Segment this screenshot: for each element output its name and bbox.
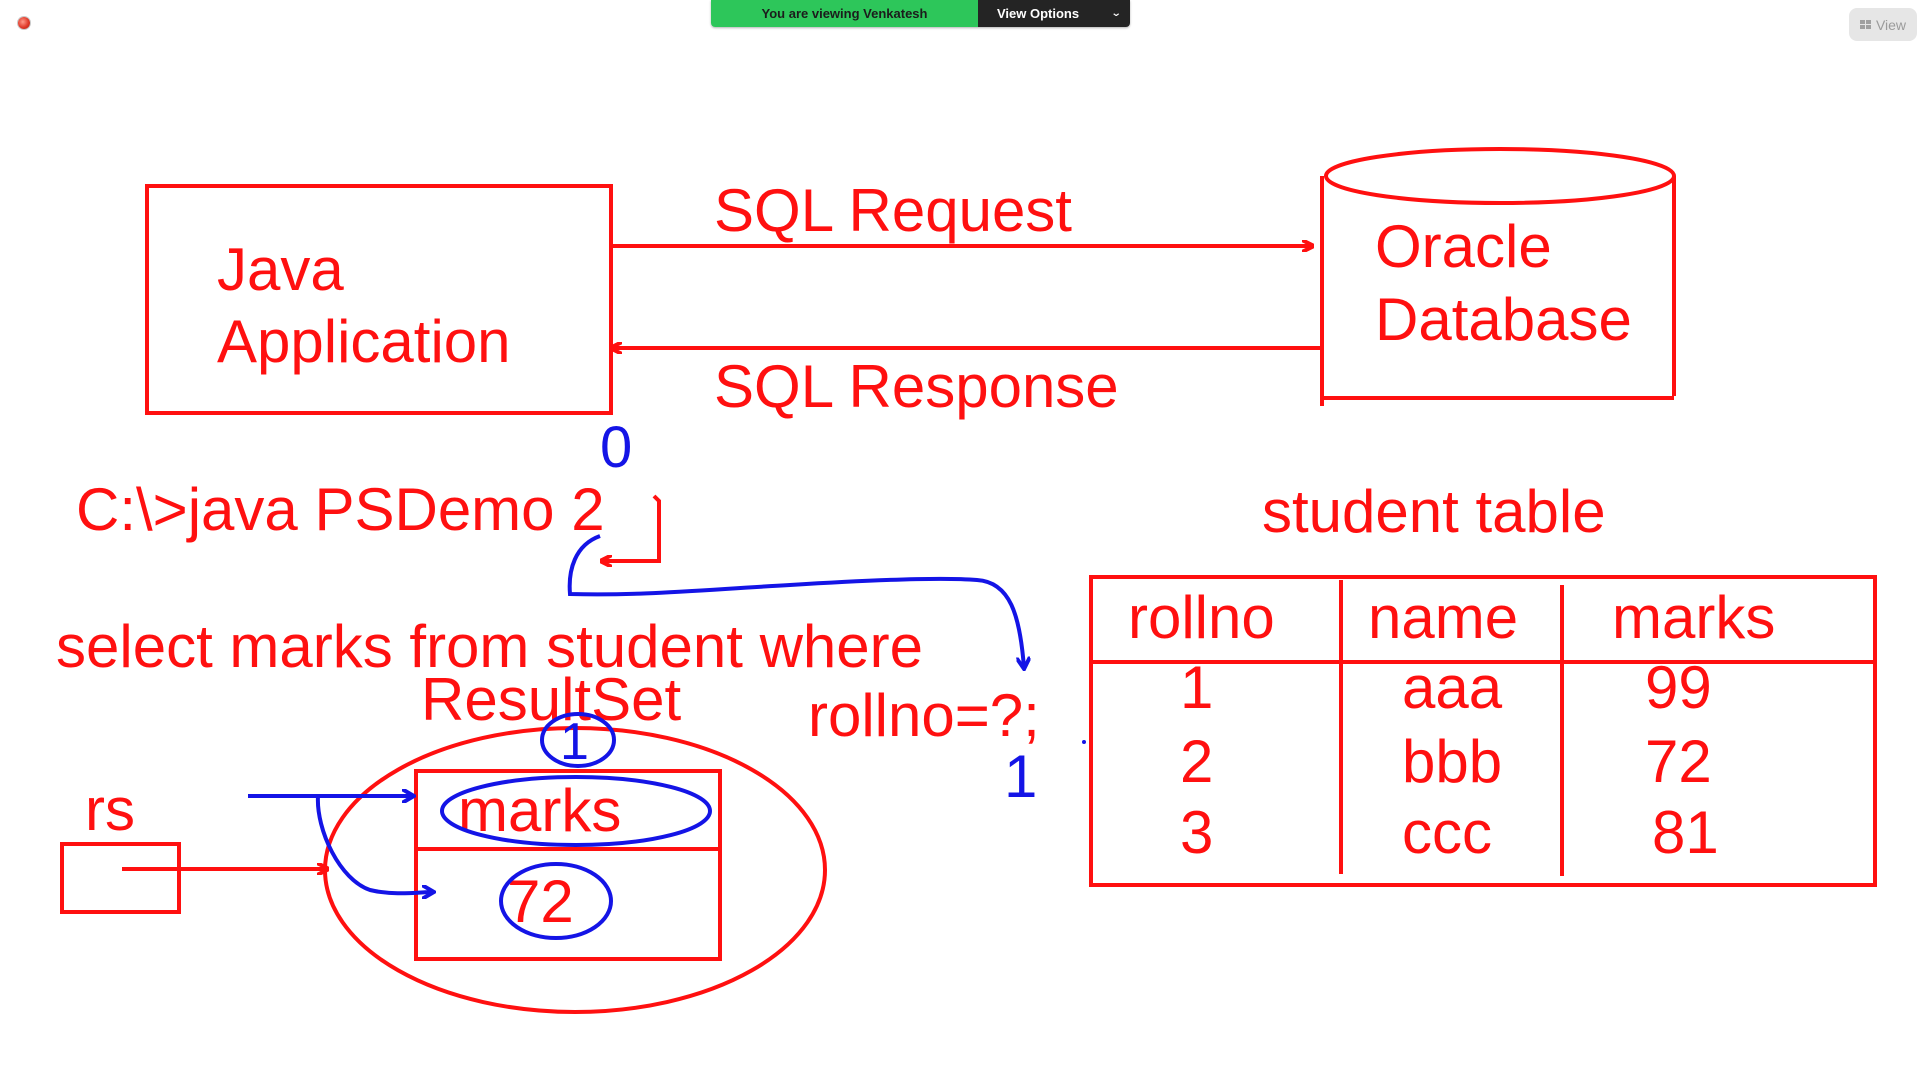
screen-share-banner: You are viewing Venkatesh Mansani's scre… bbox=[711, 0, 1130, 27]
student-table bbox=[1089, 575, 1877, 887]
table-cell: 1 bbox=[1180, 654, 1213, 721]
gallery-grid-icon bbox=[1859, 20, 1871, 29]
table-cell: 81 bbox=[1652, 799, 1719, 866]
table-cell: 2 bbox=[1180, 728, 1213, 795]
sql-response-label: SQL Response bbox=[714, 353, 1119, 420]
table-cell: bbb bbox=[1402, 728, 1502, 795]
blue-connector-curve bbox=[567, 534, 1024, 668]
sql-request-label: SQL Request bbox=[714, 177, 1072, 244]
oracle-database-cylinder bbox=[1320, 147, 1676, 406]
view-options-button[interactable]: View Options ⌄ bbox=[978, 0, 1130, 27]
table-header-name: name bbox=[1368, 584, 1518, 651]
meeting-status-icon bbox=[18, 17, 30, 29]
java-app-label-line1: Java bbox=[217, 236, 344, 303]
table-cell: ccc bbox=[1402, 799, 1492, 866]
resultset-column-label: marks bbox=[458, 777, 621, 844]
blue-dot bbox=[1082, 740, 1086, 744]
table-header-rollno: rollno bbox=[1128, 584, 1275, 651]
oracle-label-line2: Database bbox=[1375, 286, 1632, 353]
table-header-marks: marks bbox=[1612, 584, 1775, 651]
command-text: C:\>java PSDemo 2 bbox=[76, 476, 605, 543]
blue-annotation-zero: 0 bbox=[600, 415, 632, 480]
resultset-grid bbox=[414, 769, 722, 961]
rs-variable-box bbox=[60, 842, 181, 914]
blue-annotation-resultset-one: 1 bbox=[560, 713, 589, 771]
red-hook-arrow bbox=[602, 494, 661, 561]
table-cell: 3 bbox=[1180, 799, 1213, 866]
query-text-line2: rollno=?; bbox=[808, 682, 1040, 749]
resultset-value: 72 bbox=[507, 868, 574, 935]
oracle-label-line1: Oracle bbox=[1375, 213, 1552, 280]
blue-circle-marks bbox=[440, 775, 712, 847]
view-button-label: View bbox=[1875, 16, 1907, 33]
viewing-screen-label: You are viewing Venkatesh Mansani's scre… bbox=[711, 0, 978, 27]
blue-annotation-param-one: 1 bbox=[1004, 743, 1037, 810]
query-text-line1: select marks from student where bbox=[56, 613, 923, 680]
blue-cursor-arrow-next bbox=[315, 795, 433, 893]
view-button[interactable]: View bbox=[1849, 8, 1917, 41]
view-options-label: View Options bbox=[997, 6, 1080, 21]
chevron-down-icon: ⌄ bbox=[1110, 8, 1122, 19]
rs-variable-label: rs bbox=[85, 776, 135, 843]
student-table-title: student table bbox=[1262, 478, 1606, 545]
table-cell: aaa bbox=[1402, 654, 1503, 721]
table-cell: 72 bbox=[1645, 728, 1712, 795]
blue-circle-value bbox=[499, 862, 613, 940]
java-application-box bbox=[145, 184, 613, 415]
blue-circle-top-one bbox=[540, 712, 616, 768]
java-app-label-line2: Application bbox=[217, 308, 511, 375]
table-cell: 99 bbox=[1645, 654, 1712, 721]
